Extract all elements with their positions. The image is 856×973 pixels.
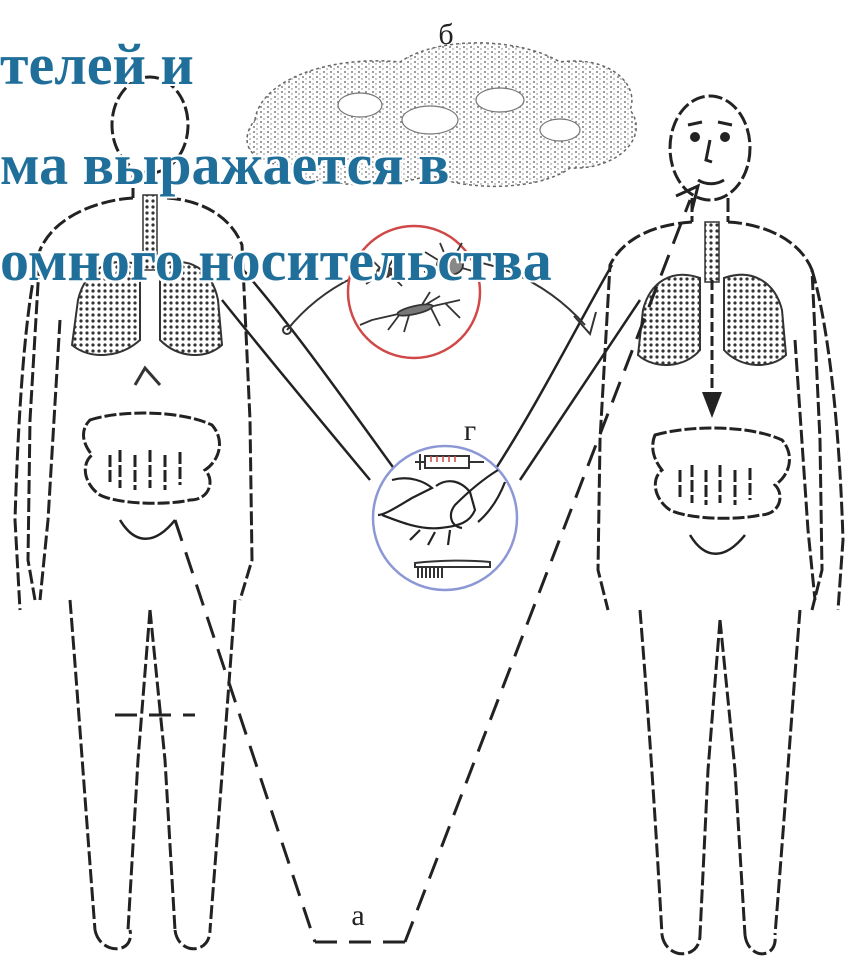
label-b: б [438, 18, 453, 51]
right-reaching-arm [495, 265, 640, 480]
right-feet [662, 935, 775, 954]
left-groin [120, 520, 175, 539]
right-lung-left [638, 275, 700, 365]
right-person [598, 96, 843, 954]
right-mouth [698, 180, 724, 184]
overlay-title-line-3: омного носительства [0, 232, 552, 290]
contact-circle: г [373, 414, 517, 590]
right-face [688, 122, 732, 184]
right-organs [638, 222, 789, 554]
right-legs [640, 610, 800, 935]
left-person [15, 77, 252, 949]
right-brows [688, 122, 732, 125]
right-neck [692, 198, 728, 222]
right-nose [706, 140, 712, 162]
right-lung-right [724, 275, 786, 365]
left-legs [70, 600, 235, 930]
right-groin [690, 535, 745, 554]
left-feet [95, 930, 210, 949]
right-trachea [705, 222, 719, 282]
right-digestive-arrowhead [702, 392, 722, 418]
right-intestines [653, 428, 790, 518]
right-eye-right [722, 134, 729, 141]
overlay-title-line-1: телей и [0, 36, 194, 94]
label-a: а [351, 899, 364, 932]
right-eye-left [692, 134, 699, 141]
left-stomach-mark [135, 368, 160, 385]
overlay-title-line-2: ма выражается в [0, 136, 449, 194]
label-g: г [464, 414, 476, 447]
left-intestines [84, 413, 220, 503]
